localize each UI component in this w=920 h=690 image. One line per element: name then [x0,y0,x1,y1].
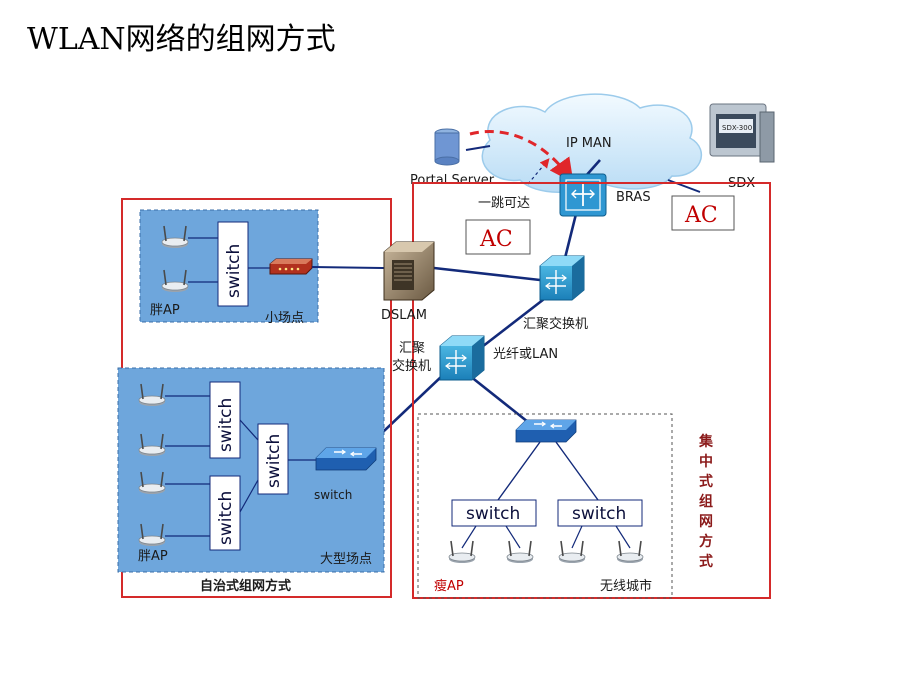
ac-box-right: AC [671,195,735,231]
switch-large-box-2-label: switch [216,491,236,545]
agg-switch-main-icon [539,255,585,301]
one-hop-label: 一跳可达 [478,196,530,211]
fat-ap-bottom-label: 胖AP [138,549,168,564]
centralized-char: 中 [699,453,713,470]
small-site-label: 小场点 [265,311,304,326]
large-site-label: 大型场点 [320,552,372,567]
wireless-city-label: 无线城市 [600,578,652,594]
link-agg-agg [477,294,549,352]
switch-city-2-label: switch [572,504,626,524]
wireless-city: switch switch 瘦AP 无线城市 [417,413,673,599]
portal-server: Portal Server [410,128,495,188]
large-site: switch switch switch switch 胖AP 大型场点 [117,367,385,573]
bras-label: BRAS [616,190,651,205]
fiber-lan-label: 光纤或LAN [493,347,558,362]
region-centralized-label: 集 中 式 组 网 方 式 [698,433,714,570]
fat-ap-top-label: 胖AP [150,303,180,318]
portal-server-label: Portal Server [410,173,495,188]
small-router-icon [269,258,313,275]
centralized-char: 网 [699,514,713,530]
centralized-char: 式 [699,473,713,490]
page-title: WLAN网络的组网方式 [27,22,336,57]
small-site: switch 胖AP 小场点 [139,209,385,326]
region-autonomous-label: 自治式组网方式 [200,578,291,594]
switch-small-box-label: switch [224,244,244,298]
centralized-char: 式 [699,553,713,570]
link-dslam-agg [433,266,541,282]
link-bras-agg [562,213,578,263]
agg-switch-main-label: 汇聚交换机 [523,316,588,332]
bras-router: BRAS [559,173,651,217]
one-hop-small-arrow [527,158,550,185]
city-core-switch-icon [515,419,577,443]
switch-city-1-label: switch [466,504,520,524]
dslam-label: DSLAM [381,308,427,323]
thin-ap-label: 瘦AP [434,578,464,594]
sdx-screen-label: SDX-300 [722,124,752,132]
centralized-char: 集 [698,433,714,450]
link-portal-cloud [465,145,491,151]
switch-large-box-3-label: switch [264,434,284,488]
switch-large-icon [315,447,377,471]
ip-man-cloud: IP MAN [481,93,702,193]
agg-switch-left-label-1: 汇聚 [399,341,425,356]
ac-box-left: AC [465,219,531,255]
centralized-char: 方 [699,533,713,550]
switch-large-box-1-label: switch [216,398,236,452]
sdx-server: SDX-300 SDX [709,103,775,191]
dslam: DSLAM [381,241,435,323]
centralized-char: 组 [699,493,713,510]
agg-switch-left-icon [439,335,485,381]
link-agg-city [469,374,529,424]
switch-large-label: switch [314,488,352,502]
ip-man-label: IP MAN [566,136,612,151]
ac-left-label: AC [479,227,513,252]
one-hop-arrow [469,130,574,183]
ac-right-label: AC [684,203,718,228]
agg-switch-left-label-2: 交换机 [392,358,431,374]
